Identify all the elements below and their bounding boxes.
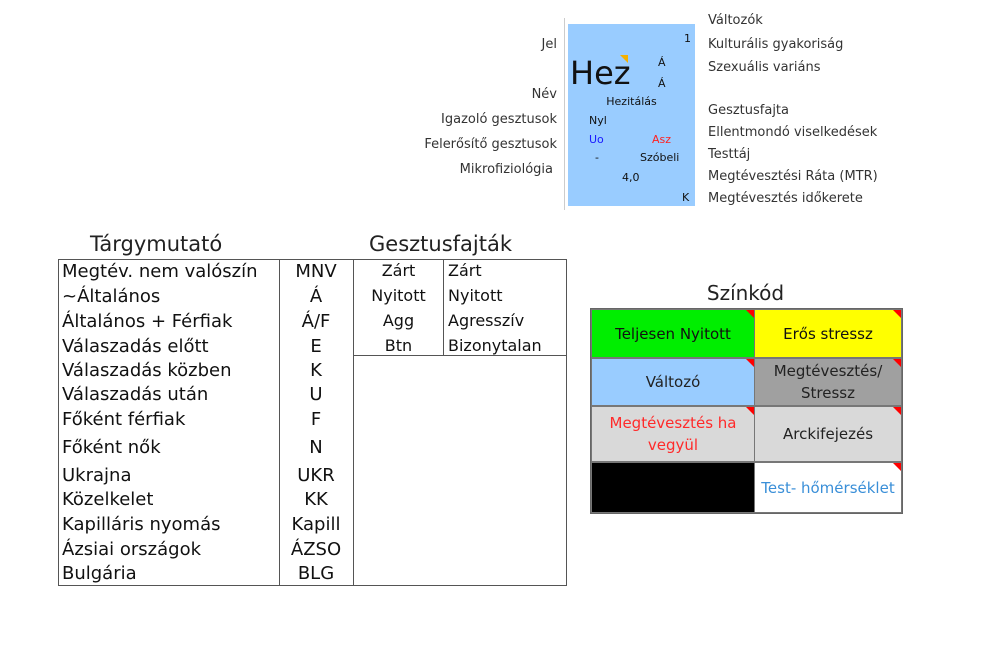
index-abbr: Kapill	[291, 514, 341, 535]
index-term: Válaszadás közben	[62, 360, 232, 381]
label-szexualis: Szexuális variáns	[708, 60, 821, 75]
index-abbr: ÁZSO	[290, 539, 342, 560]
label-mikrofiziologia: Mikrofiziológia	[459, 162, 553, 177]
card-body-area: Szóbeli	[640, 151, 680, 164]
index-abbr: BLG	[297, 563, 335, 584]
color-code-cell: Erős stressz	[754, 309, 902, 358]
index-term: Ukrajna	[62, 465, 132, 486]
index-abbr: KK	[304, 489, 328, 510]
index-abbr: E	[310, 336, 322, 357]
gesture-abbr: Agg	[382, 311, 415, 330]
color-code-title: Színkód	[706, 281, 785, 305]
color-code-cell: Test- hőmérséklet	[754, 462, 902, 513]
color-code-cell: Megtévesztés ha vegyül	[591, 406, 755, 462]
label-gesztusfajta: Gesztusfajta	[708, 103, 789, 118]
label-kulturalis: Kulturális gyakoriság	[708, 37, 844, 52]
card-gesture-type: Asz	[652, 133, 672, 146]
color-code-cell: Arckifejezés	[754, 406, 902, 462]
gesture-name: Bizonytalan	[448, 336, 542, 355]
card-number: 1	[684, 32, 691, 45]
label-mtr: Megtévesztési Ráta (MTR)	[708, 169, 878, 184]
divider	[353, 355, 566, 356]
index-term: ~Általános	[62, 286, 161, 307]
color-code-cell: Változó	[591, 358, 755, 406]
card-timeframe: K	[682, 191, 690, 204]
index-term: Kapilláris nyomás	[62, 514, 221, 535]
gesture-types-title: Gesztusfajták	[369, 232, 513, 256]
index-term: Válaszadás után	[62, 384, 209, 405]
corner-marker-icon	[620, 55, 628, 63]
label-felerosito: Felerősítő gesztusok	[424, 137, 557, 152]
gesture-abbr: Nyitott	[371, 286, 426, 305]
index-abbr: F	[310, 409, 322, 430]
label-idokerete: Megtévesztés időkerete	[708, 191, 863, 206]
gesture-name: Nyitott	[448, 286, 503, 305]
color-code-cell: Teljesen Nyitott	[591, 309, 755, 358]
index-abbr: Á/F	[301, 311, 331, 332]
color-code-cell	[591, 462, 755, 513]
index-table: Megtév. nem valószín MNV ~Általános Á Álta…	[58, 259, 567, 586]
index-abbr: UKR	[297, 465, 335, 486]
card-micro: -	[595, 151, 599, 164]
gesture-name: Zárt	[448, 261, 482, 280]
gesture-abbr: Btn	[384, 336, 413, 355]
index-term: Közelkelet	[62, 489, 154, 510]
index-term: Ázsiai országok	[62, 539, 202, 560]
index-abbr: MNV	[295, 261, 337, 282]
card-name: Hezitálás	[606, 95, 657, 108]
index-abbr: K	[310, 360, 322, 381]
label-ellentmondo: Ellentmondó viselkedések	[708, 125, 878, 140]
card-cultural: Á	[658, 56, 666, 69]
card-mtr: 4,0	[622, 171, 640, 184]
index-term: Általános + Férfiak	[62, 311, 233, 332]
index-abbr: U	[309, 384, 323, 405]
index-term: Válaszadás előtt	[62, 336, 209, 357]
index-abbr: N	[309, 437, 323, 458]
index-term: Megtév. nem valószín	[62, 261, 258, 282]
label-igazolo: Igazoló gesztusok	[441, 112, 557, 127]
card-confirming: Nyl	[589, 114, 607, 127]
gesture-abbr: Zárt	[381, 261, 416, 280]
gesture-name: Agresszív	[448, 311, 525, 330]
index-abbr: Á	[309, 286, 323, 307]
color-code-cell: Megtévesztés/ Stressz	[754, 358, 902, 406]
card-sexual: Á	[658, 77, 666, 90]
divider	[279, 260, 280, 585]
index-title: Tárgymutató	[90, 232, 223, 256]
index-term: Főként nők	[62, 437, 161, 458]
card-amplifying: Uo	[589, 133, 604, 146]
example-card: 1 Hez Á Á Hezitálás Nyl Uo Asz - Szóbeli…	[568, 24, 695, 206]
divider	[443, 260, 444, 356]
index-term: Főként férfiak	[62, 409, 186, 430]
label-valtozok: Változók	[708, 13, 763, 28]
divider	[353, 260, 354, 585]
label-nev: Név	[531, 87, 557, 102]
index-term: Bulgária	[62, 563, 137, 584]
label-jel: Jel	[541, 37, 557, 52]
label-testtaj: Testtáj	[708, 147, 751, 162]
divider	[564, 18, 565, 210]
